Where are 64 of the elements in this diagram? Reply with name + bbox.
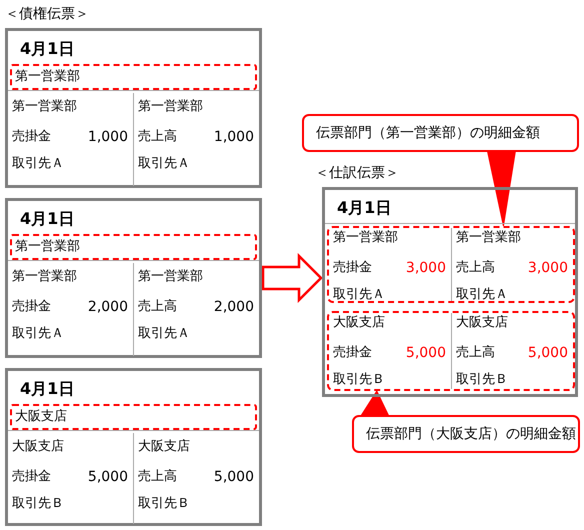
amount-text: 3,000 — [528, 260, 568, 276]
partner-name: 取引先Ａ — [333, 287, 385, 303]
account-name: 売掛金 — [12, 299, 51, 315]
account-name: 売上高 — [138, 129, 177, 145]
department-text: 第一営業部 — [138, 99, 203, 115]
account-name: 売掛金 — [333, 345, 372, 361]
partner-name: 取引先Ａ — [12, 156, 64, 172]
partner-name: 取引先Ｂ — [333, 372, 385, 388]
department-text: 大阪支店 — [333, 315, 385, 331]
journal-voucher-card — [322, 187, 578, 397]
callout-box — [302, 114, 579, 152]
department-text: 第一営業部 — [15, 239, 80, 255]
amount-text: 1,000 — [214, 129, 254, 145]
partner-name: 取引先Ａ — [138, 326, 190, 342]
heading-text: ＜仕訳伝票＞ — [315, 165, 399, 181]
department-text: 第一営業部 — [138, 269, 203, 285]
callout-pointer — [486, 150, 516, 226]
account-name: 売掛金 — [12, 129, 51, 145]
partner-name: 取引先Ｂ — [138, 496, 190, 512]
highlight-region — [327, 311, 575, 391]
voucher-card — [5, 368, 262, 526]
date-text: 4月1日 — [20, 209, 74, 229]
amount-text: 5,000 — [88, 469, 128, 485]
amount-text: 2,000 — [88, 299, 128, 315]
partner-name: 取引先Ｂ — [12, 496, 64, 512]
department-box — [10, 64, 257, 90]
partner-name: 取引先Ａ — [138, 156, 190, 172]
voucher-card — [5, 28, 262, 188]
partner-name: 取引先Ｂ — [456, 372, 508, 388]
department-text: 大阪支店 — [138, 439, 190, 455]
department-text: 第一営業部 — [12, 99, 77, 115]
amount-text: 5,000 — [214, 469, 254, 485]
callout-text: 伝票部門（第一営業部）の明細金額 — [316, 125, 540, 141]
callout-text: 伝票部門（大阪支店）の明細金額 — [366, 426, 576, 442]
department-text: 第一営業部 — [333, 230, 398, 246]
amount-text: 2,000 — [214, 299, 254, 315]
department-text: 大阪支店 — [456, 315, 508, 331]
amount-text: 5,000 — [528, 345, 568, 361]
department-box — [10, 234, 257, 260]
department-text: 第一営業部 — [15, 69, 80, 85]
partner-name: 取引先Ａ — [12, 326, 64, 342]
account-name: 売掛金 — [333, 260, 372, 276]
account-name: 売上高 — [138, 469, 177, 485]
department-text: 大阪支店 — [12, 439, 64, 455]
department-text: 第一営業部 — [12, 269, 77, 285]
date-text: 4月1日 — [20, 39, 74, 59]
account-name: 売掛金 — [12, 469, 51, 485]
block-arrow — [262, 252, 323, 304]
date-text: 4月1日 — [337, 198, 392, 218]
partner-name: 取引先Ａ — [456, 287, 508, 303]
date-text: 4月1日 — [20, 379, 74, 399]
voucher-card — [5, 198, 262, 358]
callout-box — [352, 415, 580, 453]
department-box — [10, 404, 257, 430]
amount-text: 5,000 — [406, 345, 446, 361]
amount-text: 1,000 — [88, 129, 128, 145]
highlight-region — [327, 226, 575, 303]
department-text: 大阪支店 — [15, 409, 67, 425]
heading-text: ＜債権伝票＞ — [5, 6, 89, 22]
account-name: 売上高 — [138, 299, 177, 315]
department-text: 第一営業部 — [456, 230, 521, 246]
account-name: 売上高 — [456, 345, 495, 361]
account-name: 売上高 — [456, 260, 495, 276]
amount-text: 3,000 — [406, 260, 446, 276]
